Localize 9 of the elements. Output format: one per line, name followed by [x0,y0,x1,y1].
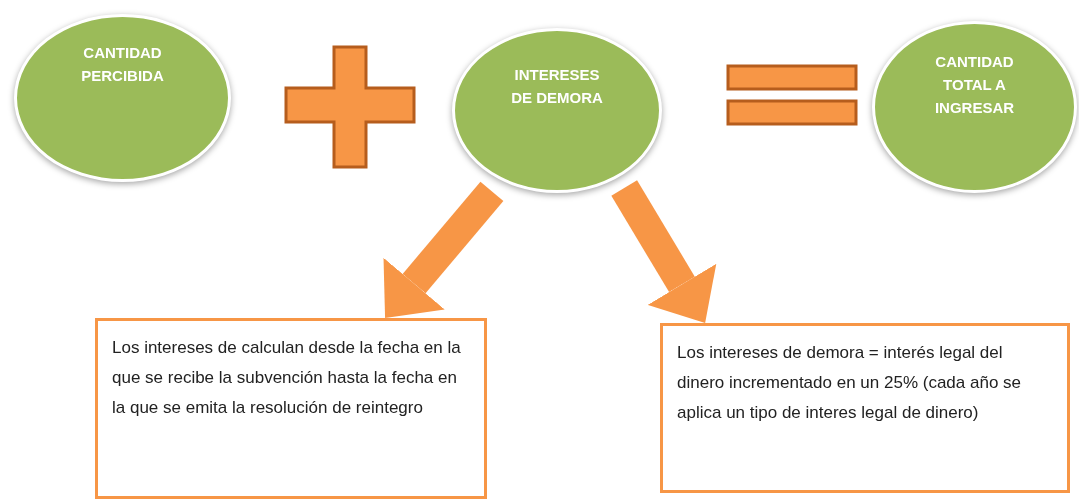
block-arrow [383,181,504,318]
node-label: CANTIDAD PERCIBIDA [80,43,165,86]
node-label: CANTIDAD TOTAL A INGRESAR [933,52,1016,118]
node-label: INTERESES DE DEMORA [510,65,604,108]
block-arrow [611,180,717,323]
description-text: Los intereses de calculan desde la fecha en la que se recibe la subvención hasta la fecha en la que se emita la resolución de reintegro [112,337,462,419]
text-box [660,323,1070,493]
description-text: Los intereses de demora = interés legal del dinero incrementado en un 25% (cada año se aplica un tipo de interes legal de dinero) [677,342,1022,424]
text-box [95,318,487,499]
